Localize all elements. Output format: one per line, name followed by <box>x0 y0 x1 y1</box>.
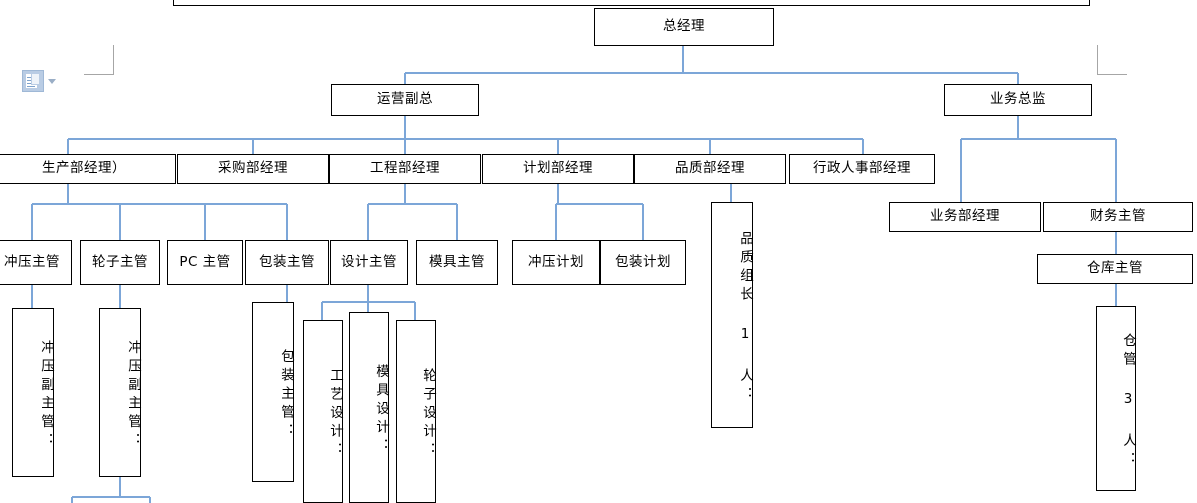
node-dept-quality[interactable]: 品质部经理 <box>634 154 786 184</box>
node-packing-supervisor-detail[interactable]: 包装主管： <box>252 302 294 482</box>
node-label: 行政人事部经理 <box>813 160 911 177</box>
node-label: 模具主管 <box>429 253 485 270</box>
node-general-manager[interactable]: 总经理 <box>594 8 774 46</box>
paste-options-smart-tag[interactable] <box>22 70 56 92</box>
paste-icon[interactable] <box>22 70 44 92</box>
node-process-design[interactable]: 工艺设计： <box>303 320 343 503</box>
node-label: 冲压副主管： <box>38 340 54 451</box>
node-label: PC 主管 <box>179 253 231 270</box>
node-label: 包装计划 <box>615 253 671 270</box>
node-label: 工艺设计： <box>327 368 343 461</box>
node-label: 冲压计划 <box>528 253 584 270</box>
node-dept-planning[interactable]: 计划部经理 <box>482 154 634 184</box>
node-label: 模具设计： <box>373 364 389 457</box>
node-label: 采购部经理 <box>218 160 288 177</box>
node-sup-stamping[interactable]: 冲压主管 <box>0 240 72 285</box>
node-plan-packing[interactable]: 包装计划 <box>600 240 686 285</box>
node-label: 轮子设计： <box>420 368 436 461</box>
node-plan-stamping[interactable]: 冲压计划 <box>512 240 600 285</box>
node-sup-design[interactable]: 设计主管 <box>330 240 408 285</box>
node-finance-supervisor[interactable]: 财务主管 <box>1043 202 1193 232</box>
node-label: 业务部经理 <box>930 208 1000 225</box>
node-label: 包装主管 <box>259 253 315 270</box>
node-dept-production[interactable]: 生产部经理） <box>0 154 176 184</box>
margin-mark-top-right <box>1097 45 1127 75</box>
node-business-manager[interactable]: 业务部经理 <box>889 202 1041 232</box>
node-label: 计划部经理 <box>523 160 593 177</box>
chevron-down-icon[interactable] <box>48 78 56 84</box>
node-stamping-deputy-1[interactable]: 冲压副主管： <box>12 308 54 477</box>
node-sup-packing[interactable]: 包装主管 <box>245 240 329 285</box>
node-dept-purchasing[interactable]: 采购部经理 <box>177 154 329 184</box>
node-ops-vp[interactable]: 运营副总 <box>331 84 479 116</box>
node-label: 仓管 3 人： <box>1120 333 1136 470</box>
node-mould-design[interactable]: 模具设计： <box>349 312 389 503</box>
node-warehouse-supervisor[interactable]: 仓库主管 <box>1037 254 1193 284</box>
node-sup-mould[interactable]: 模具主管 <box>416 240 498 285</box>
node-quality-leader[interactable]: 品质组长 1 人： <box>711 202 753 428</box>
node-label: 仓库主管 <box>1087 260 1143 277</box>
clipped-top-box[interactable] <box>173 0 1090 6</box>
node-stamping-deputy-2[interactable]: 冲压副主管： <box>99 308 141 477</box>
node-dept-hr-admin[interactable]: 行政人事部经理 <box>789 154 935 184</box>
node-label: 轮子主管 <box>92 253 148 270</box>
node-label: 冲压主管 <box>4 253 60 270</box>
node-label: 包装主管： <box>278 348 294 442</box>
node-label: 品质部经理 <box>675 160 745 177</box>
node-label: 财务主管 <box>1090 208 1146 225</box>
node-business-director[interactable]: 业务总监 <box>944 84 1092 116</box>
node-sup-wheel[interactable]: 轮子主管 <box>80 240 160 285</box>
node-wheel-design[interactable]: 轮子设计： <box>396 320 436 503</box>
node-label: 工程部经理 <box>370 160 440 177</box>
node-sup-pc[interactable]: PC 主管 <box>167 240 243 285</box>
node-label: 生产部经理） <box>42 160 126 177</box>
node-label: 设计主管 <box>341 253 397 270</box>
node-label: 冲压副主管： <box>125 340 141 451</box>
node-warehouse-keeper[interactable]: 仓管 3 人： <box>1096 306 1136 491</box>
node-label: 业务总监 <box>990 91 1046 108</box>
node-label: 运营副总 <box>377 91 433 108</box>
node-label: 品质组长 1 人： <box>737 231 753 405</box>
margin-mark-top-left <box>84 45 114 75</box>
node-label: 总经理 <box>663 18 705 35</box>
node-dept-engineering[interactable]: 工程部经理 <box>329 154 481 184</box>
